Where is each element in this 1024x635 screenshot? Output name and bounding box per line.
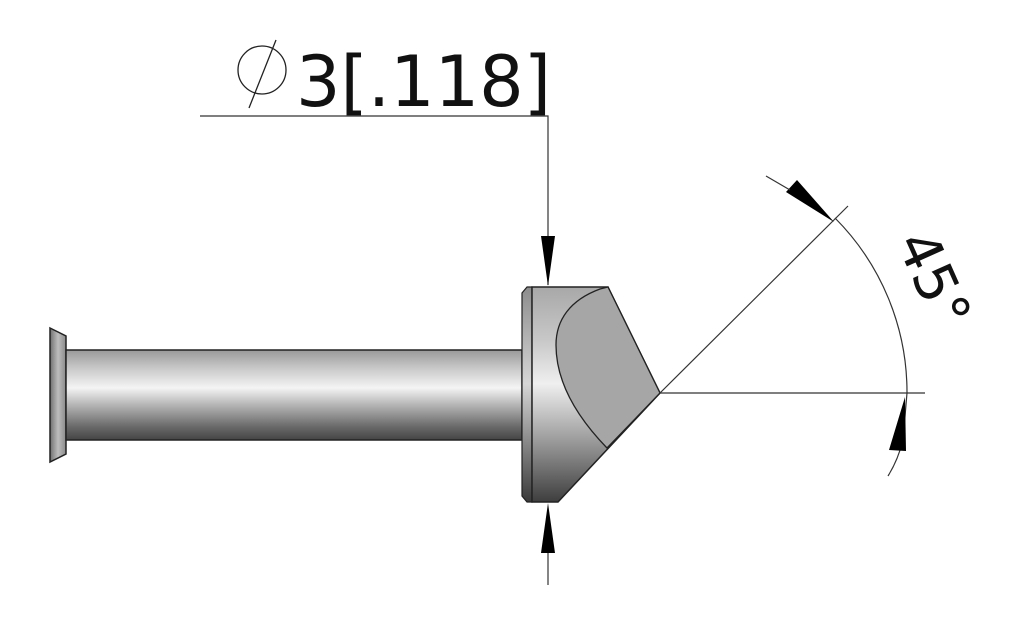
head-rim bbox=[521, 286, 533, 503]
angle-value-text: 45° bbox=[883, 221, 983, 338]
angle-dimension: 45° bbox=[659, 175, 983, 477]
conical-face bbox=[555, 286, 661, 449]
angle-arrow-top-tail bbox=[765, 175, 791, 191]
angle-extension-diagonal bbox=[659, 205, 849, 394]
angle-arrow-bottom bbox=[889, 397, 906, 451]
left-flange bbox=[49, 326, 67, 464]
angle-arc bbox=[834, 217, 908, 477]
diameter-arrow-bottom bbox=[541, 503, 555, 553]
diameter-dimension: 3[.118] bbox=[200, 39, 555, 585]
shaft bbox=[65, 349, 523, 441]
angle-arrow-top bbox=[786, 180, 834, 222]
pin-part bbox=[49, 286, 661, 503]
diameter-arrow-top bbox=[541, 236, 555, 286]
diameter-value-text: 3[.118] bbox=[296, 41, 551, 123]
diameter-symbol-icon bbox=[237, 39, 287, 109]
diameter-leader-line bbox=[200, 115, 549, 285]
